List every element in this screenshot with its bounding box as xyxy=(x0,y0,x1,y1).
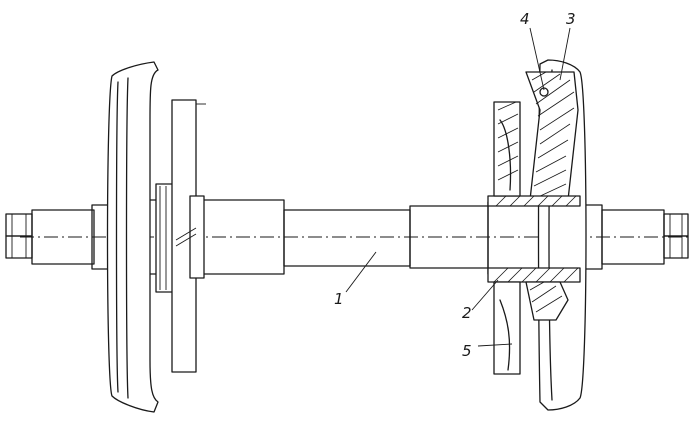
callout-3: 3 xyxy=(566,10,576,28)
right-end-nut xyxy=(663,213,689,259)
callout-4: 4 xyxy=(520,10,530,28)
callout-2: 2 xyxy=(462,304,472,322)
callout-5: 5 xyxy=(462,342,472,360)
left-end-nut xyxy=(5,213,33,259)
callout-1: 1 xyxy=(334,290,344,308)
left-wheel xyxy=(106,61,179,413)
leader-lines xyxy=(345,27,571,347)
left-disc xyxy=(171,99,206,373)
right-wheel xyxy=(487,59,587,411)
right-gear xyxy=(493,101,521,375)
